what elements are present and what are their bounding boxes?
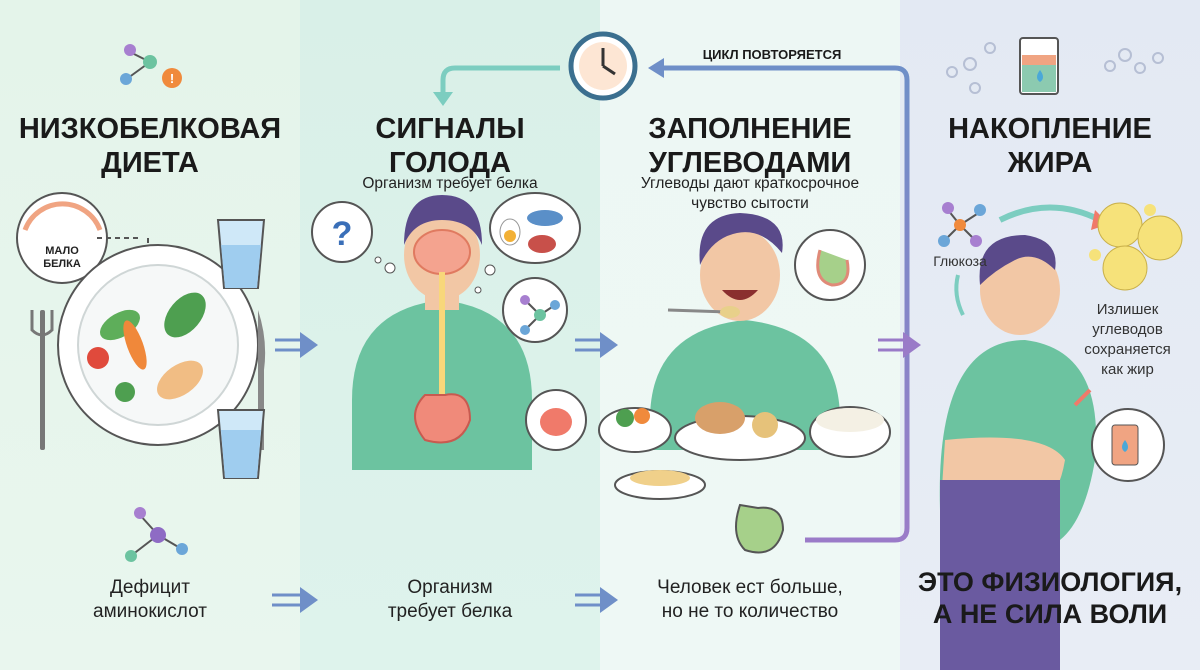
eating-person-illustration	[598, 213, 891, 554]
conclusion: ЭТО ФИЗИОЛОГИЯ,А НЕ СИЛА ВОЛИ	[900, 566, 1200, 630]
note-line: углеводов	[1092, 321, 1163, 338]
caption-line: Организм	[407, 577, 493, 598]
caption-amino-deficit: Дефицит аминокислот	[0, 576, 300, 624]
conclusion-line: ЭТО ФИЗИОЛОГИЯ,	[917, 567, 1183, 597]
arrow-right-icon	[275, 332, 318, 358]
subtitle-line: чувство сытости	[691, 195, 809, 212]
fuel-canister-icon	[1019, 37, 1059, 95]
molecule-icon	[125, 507, 188, 562]
arrow-right-icon	[575, 587, 618, 613]
caption-line: но не то количество	[661, 601, 839, 622]
badge-line: МАЛО	[45, 245, 79, 257]
note-line: как жир	[1101, 361, 1154, 378]
fat-cells-icon	[1089, 202, 1183, 291]
subtitle-carbs: Углеводы дают краткосрочное чувство сытос…	[600, 174, 900, 214]
caption-line: требует белка	[387, 601, 513, 622]
arrow-right-icon	[878, 332, 921, 358]
hungry-person-illustration: ?	[311, 192, 587, 470]
caption-line: Человек ест больше,	[657, 577, 843, 598]
clock-icon	[568, 31, 638, 101]
water-glass-icon	[216, 409, 266, 479]
water-glass-icon	[216, 219, 266, 289]
arrow-right-icon	[272, 587, 318, 613]
title-line: ДИЕТА	[101, 147, 199, 179]
glucose-label: Глюкоза	[933, 253, 987, 269]
subtitle-hunger: Организм требует белка	[362, 175, 538, 192]
fork-icon	[30, 310, 54, 450]
note-line: Излишек	[1096, 301, 1159, 318]
low-protein-badge-icon	[16, 192, 149, 284]
fuel-pump-icon	[1091, 408, 1165, 482]
badge-line: БЕЛКА	[43, 258, 81, 270]
caption-eats-more: Человек ест больше, но не то количество	[600, 576, 900, 624]
title-line: НИЗКОБЕЛКОВАЯ	[18, 113, 282, 145]
molecule-warning-icon: !	[120, 44, 182, 88]
caption-body-needs-protein: Организм требует белка	[300, 576, 600, 624]
conclusion-line: А НЕ СИЛА ВОЛИ	[932, 599, 1168, 629]
title-line: ЗАПОЛНЕНИЕ	[648, 113, 852, 145]
subtitle-line: Углеводы дают краткосрочное	[640, 175, 860, 192]
arrow-right-icon	[575, 332, 618, 358]
title-line: УГЛЕВОДАМИ	[648, 147, 852, 179]
note-line: сохраняется	[1084, 341, 1171, 358]
caption-line: Дефицит	[110, 577, 190, 598]
caption-line: аминокислот	[93, 601, 207, 622]
glucose-molecule-icon	[938, 202, 986, 247]
title-line: СИГНАЛЫ	[375, 113, 525, 145]
title-line: НАКОПЛЕНИЕ	[948, 113, 1152, 145]
svg-text:!: !	[170, 71, 174, 86]
overweight-person-illustration	[939, 235, 1097, 670]
molecule-icon	[946, 42, 1164, 94]
svg-text:?: ?	[332, 215, 353, 253]
cycle-arrow	[433, 58, 910, 543]
cycle-label: ЦИКЛ ПОВТОРЯЕТСЯ	[702, 47, 842, 62]
title-line: ЖИРА	[1007, 147, 1093, 179]
title-line: ГОЛОДА	[388, 147, 512, 179]
plate-icon	[57, 244, 259, 446]
excess-carbs-note: Излишек углеводов сохраняется как жир	[1065, 300, 1190, 380]
